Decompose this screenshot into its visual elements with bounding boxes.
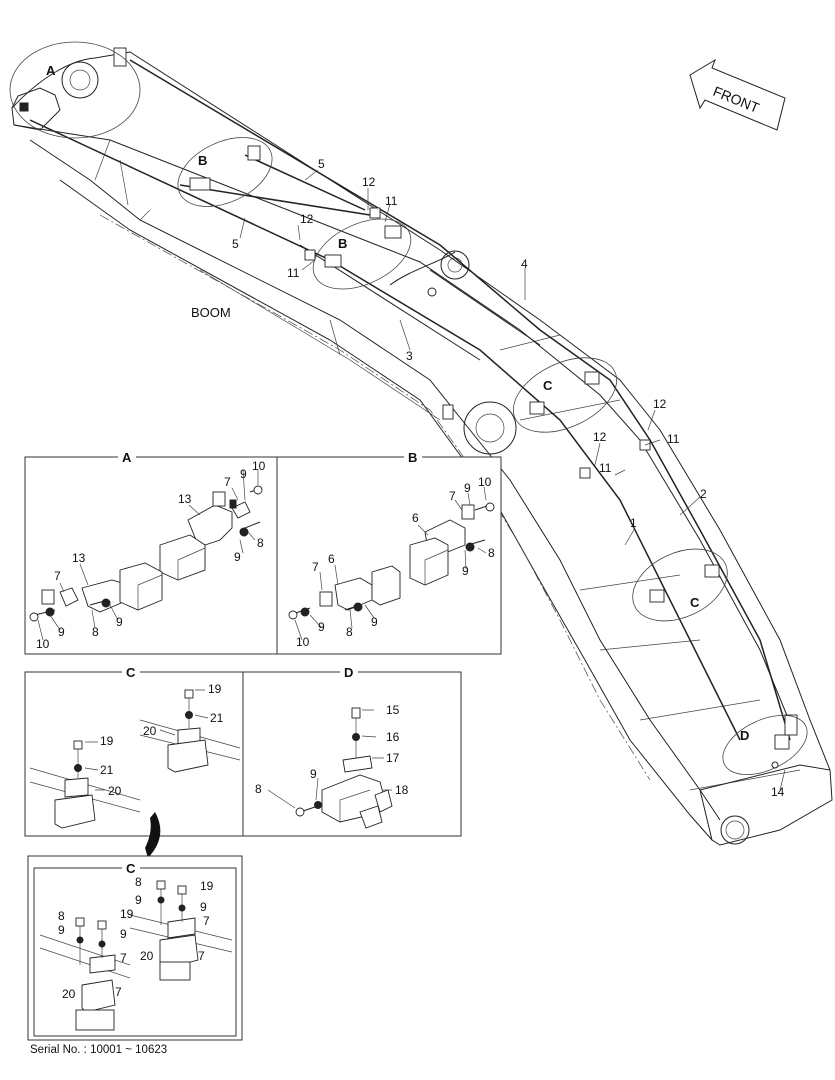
panel-c-variant-callout-7-bottom: 7 bbox=[115, 985, 122, 999]
panel-d-callout-15: 15 bbox=[386, 703, 400, 717]
panel-d-callout-8: 8 bbox=[255, 782, 262, 796]
callout-12-right: 12 bbox=[653, 397, 667, 411]
panel-a-callout-7-upper: 7 bbox=[224, 475, 231, 489]
panel-b-callout-9-upper: 9 bbox=[464, 481, 471, 495]
callout-1: 1 bbox=[630, 516, 637, 530]
panel-c-callout-19-lower: 19 bbox=[100, 734, 114, 748]
panel-d-callout-18: 18 bbox=[395, 783, 409, 797]
callout-4: 4 bbox=[521, 257, 528, 271]
callout-2: 2 bbox=[700, 487, 707, 501]
panel-c-variant-callout-7-upper: 7 bbox=[203, 914, 210, 928]
front-label: FRONT bbox=[711, 83, 762, 116]
panel-c-variant-title: C bbox=[126, 861, 136, 876]
panel-c-variant-callout-20-lower: 20 bbox=[62, 987, 76, 1001]
panel-b-callout-9-upper-b: 9 bbox=[462, 564, 469, 578]
boom-label: BOOM bbox=[191, 305, 231, 320]
callout-detail-b-2: B bbox=[338, 236, 347, 251]
callout-detail-b-1: B bbox=[198, 153, 207, 168]
panel-c-variant-callout-7-lower: 7 bbox=[120, 951, 127, 965]
panel-c-callout-21-lower: 21 bbox=[100, 763, 114, 777]
callout-11-right: 11 bbox=[667, 432, 680, 446]
callout-5-upper: 5 bbox=[318, 157, 325, 171]
panel-c-variant-callout-19-upper: 19 bbox=[200, 879, 214, 893]
panel-c-variant-callout-9-lower-b: 9 bbox=[120, 927, 127, 941]
panel-c-variant-callout-9-lower: 9 bbox=[58, 923, 65, 937]
panel-d-callout-9: 9 bbox=[310, 767, 317, 781]
callout-11-mid: 11 bbox=[287, 266, 300, 280]
callout-detail-c-2: C bbox=[690, 595, 700, 610]
panel-a-callout-9-upper: 9 bbox=[240, 467, 247, 481]
panel-d-title: D bbox=[344, 665, 353, 680]
panel-b-callout-8-lower: 8 bbox=[346, 625, 353, 639]
panel-a-callout-10-lower: 10 bbox=[36, 637, 50, 651]
panel-a-callout-13-lower: 13 bbox=[72, 551, 86, 565]
panel-d-callout-16: 16 bbox=[386, 730, 400, 744]
serial-number: Serial No. : 10001 ~ 10623 bbox=[30, 1044, 168, 1056]
panel-a-callout-9-upper-b: 9 bbox=[234, 550, 241, 564]
detail-panel-b: B 6 7 9 10 8 9 6 7 9 8 9 10 bbox=[276, 450, 502, 655]
callout-5-lower: 5 bbox=[232, 237, 239, 251]
panel-a-callout-10-upper: 10 bbox=[252, 459, 266, 473]
panel-b-callout-9-lower: 9 bbox=[318, 620, 325, 634]
panel-c-variant-callout-8-lower: 8 bbox=[58, 909, 65, 923]
panel-b-callout-6-lower: 6 bbox=[328, 552, 335, 566]
panel-b-title: B bbox=[408, 450, 417, 465]
callout-12-upper: 12 bbox=[362, 175, 376, 189]
callout-3: 3 bbox=[406, 349, 413, 363]
panel-b-callout-7-upper: 7 bbox=[449, 489, 456, 503]
callout-12-mid: 12 bbox=[300, 212, 314, 226]
detail-panel-c-variant: C 8 19 9 9 7 8 19 9 9 20 7 7 20 7 bbox=[27, 855, 243, 1041]
panel-a-title: A bbox=[122, 450, 132, 465]
panel-a-callout-7-lower: 7 bbox=[54, 569, 61, 583]
panel-c-variant-callout-9-upper-b: 9 bbox=[200, 900, 207, 914]
panel-b-callout-7-lower: 7 bbox=[312, 560, 319, 574]
panel-c-variant-callout-20-upper: 20 bbox=[140, 949, 154, 963]
detail-panel-c: C 19 21 20 19 21 20 bbox=[24, 665, 244, 837]
callout-12-center: 12 bbox=[593, 430, 607, 444]
panel-c-variant-callout-8-upper: 8 bbox=[135, 875, 142, 889]
panel-b-callout-8-upper: 8 bbox=[488, 546, 495, 560]
panel-b-callout-6-upper: 6 bbox=[412, 511, 419, 525]
callout-11-center: 11 bbox=[599, 461, 612, 475]
panel-a-callout-8-lower: 8 bbox=[92, 625, 99, 639]
panel-c-variant-callout-19-lower: 19 bbox=[120, 907, 134, 921]
detail-panel-d: D 15 16 17 18 8 9 bbox=[242, 665, 462, 837]
variant-pointer-icon bbox=[145, 812, 161, 858]
panel-a-callout-9-lower: 9 bbox=[58, 625, 65, 639]
detail-panel-a: A 13 7 9 10 8 9 13 7 9 8 9 10 bbox=[24, 450, 278, 655]
boom-drawing: FRONT BOOM A B B C C D 5 12 11 12 5 11 4… bbox=[9, 41, 833, 846]
panel-a-callout-8-upper: 8 bbox=[257, 536, 264, 550]
panel-c-variant-callout-9-upper: 9 bbox=[135, 893, 142, 907]
callout-detail-a: A bbox=[46, 63, 56, 78]
panel-c-title: C bbox=[126, 665, 136, 680]
callout-14: 14 bbox=[771, 785, 785, 799]
panel-d-callout-17: 17 bbox=[386, 751, 400, 765]
callout-detail-d: D bbox=[740, 728, 749, 743]
panel-b-callout-10-lower: 10 bbox=[296, 635, 310, 649]
panel-b-callout-10-upper: 10 bbox=[478, 475, 492, 489]
panel-c-callout-21-upper: 21 bbox=[210, 711, 224, 725]
front-arrow-icon bbox=[689, 58, 786, 131]
panel-c-callout-20-upper: 20 bbox=[143, 724, 157, 738]
panel-b-callout-9-lower-b: 9 bbox=[371, 615, 378, 629]
panel-c-callout-19-upper: 19 bbox=[208, 682, 222, 696]
panel-a-callout-13-upper: 13 bbox=[178, 492, 192, 506]
panel-a-callout-9-lower-b: 9 bbox=[116, 615, 123, 629]
callout-detail-c-1: C bbox=[543, 378, 553, 393]
panel-c-variant-callout-7-mid: 7 bbox=[198, 949, 205, 963]
panel-c-callout-20-lower: 20 bbox=[108, 784, 122, 798]
callout-11-upper: 11 bbox=[385, 194, 398, 208]
